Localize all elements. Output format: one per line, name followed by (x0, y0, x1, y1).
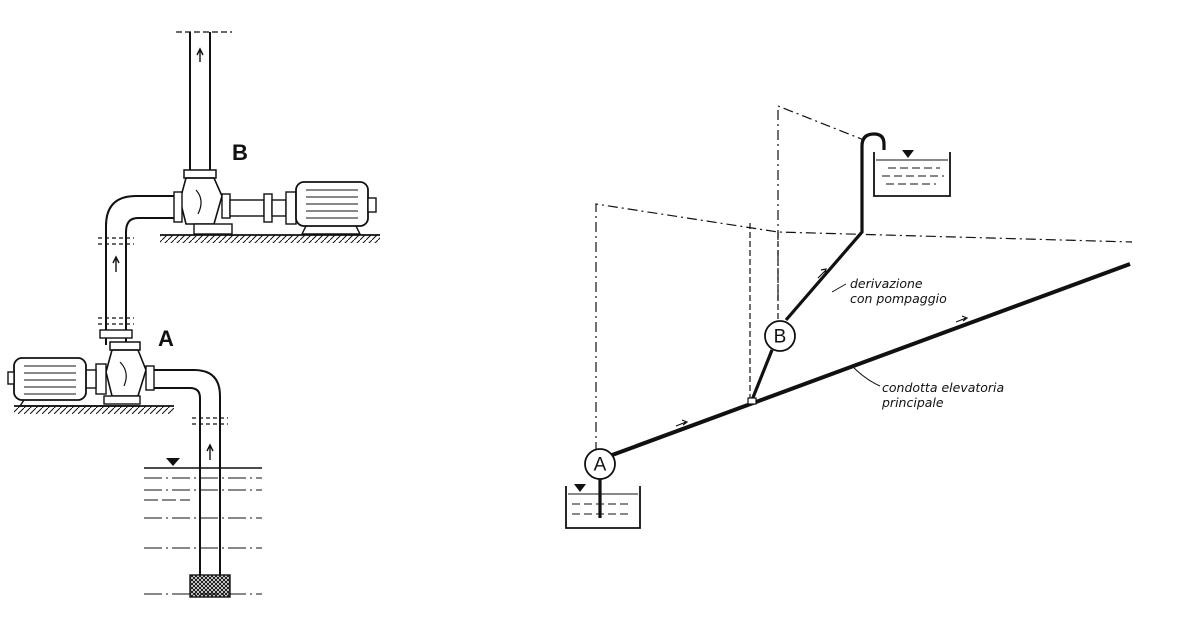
ground-b (160, 234, 380, 243)
lower-tank (565, 476, 641, 529)
piezometric-lines (595, 105, 1133, 452)
left-pump-installation: B (7, 31, 380, 598)
branch-label-line1: derivazione (850, 276, 923, 291)
flow-arrows (675, 268, 969, 427)
main-annotation: condotta elevatoria principale (851, 365, 1004, 410)
main-label-line2: principale (881, 395, 944, 410)
pump-a (83, 341, 155, 405)
lower-water-level-icon (574, 484, 586, 492)
pump-b (173, 169, 297, 235)
branch-pipe (747, 132, 886, 405)
label-b: B (232, 140, 248, 165)
connecting-pipe-a-to-b (98, 195, 174, 345)
node-a-label: A (594, 455, 607, 476)
right-profile-diagram: A B derivazione con pompaggio condotta e… (565, 105, 1133, 529)
sump-water (144, 458, 262, 595)
branch-label-line2: con pompaggio (850, 291, 947, 306)
flow-arrow-icon (675, 419, 689, 427)
node-b: B (764, 320, 796, 352)
motor-a (7, 357, 140, 407)
branch-annotation: derivazione con pompaggio (831, 276, 947, 306)
ground-a (14, 405, 174, 414)
flow-arrow-icon (955, 315, 969, 323)
upper-tank (873, 150, 951, 197)
node-b-label: B (774, 327, 787, 348)
upper-vertical-pipe (176, 31, 232, 178)
water-level-marker-icon (166, 458, 180, 466)
flow-arrow-icon (817, 268, 827, 279)
upper-water-level-icon (902, 150, 914, 158)
motor-b (295, 181, 377, 235)
main-label-line1: condotta elevatoria (882, 380, 1004, 395)
suction-pipe (154, 369, 231, 598)
label-a: A (158, 326, 174, 351)
main-rising-main (603, 262, 1131, 460)
node-a: A (584, 448, 616, 480)
